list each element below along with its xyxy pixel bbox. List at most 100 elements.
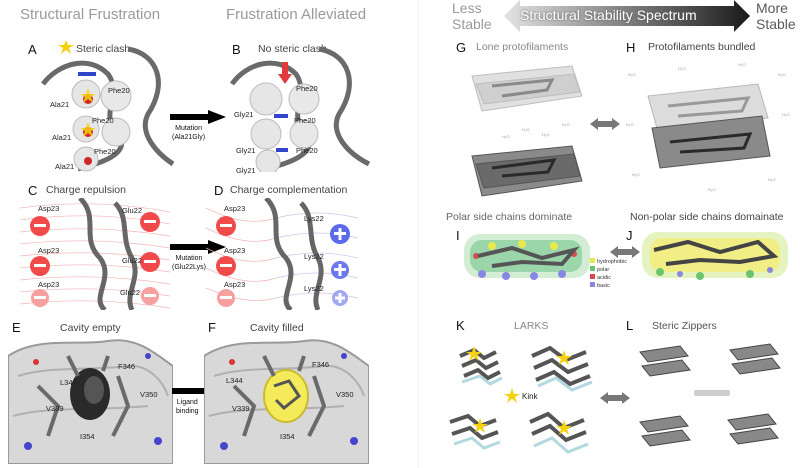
panel-h-title: Protofilaments bundled [648, 41, 756, 53]
mutation-arrow-2-line1: Mutation [175, 255, 203, 262]
double-arrow-kl [600, 392, 630, 404]
legend-row-hydrophobic: hydrophobic [590, 258, 627, 266]
panel-b-label-3: Gly21 [236, 146, 256, 155]
svg-text:H₂O: H₂O [522, 127, 530, 132]
panel-d-field [206, 198, 358, 310]
panel-e-label-5: I354 [80, 432, 95, 441]
panel-f-surface [204, 336, 369, 464]
spectrum-less-line1: Less [452, 0, 482, 16]
panel-b-label-6: Phe20 [296, 146, 318, 155]
panel-i-title: Polar side chains dominate [446, 211, 573, 223]
spectrum-title: Structural Stability Spectrum [520, 7, 697, 23]
ligand-arrow-line1: Ligand [176, 399, 198, 406]
panel-c-label-5: Asp23 [38, 280, 60, 289]
panel-c-label-6: Glu22 [120, 288, 141, 297]
mutation-arrow-1-line1: Mutation [175, 125, 202, 132]
panel-divider [418, 0, 419, 468]
panel-d-title: Charge complementation [230, 184, 348, 196]
steric-clash-icon [58, 40, 74, 54]
legend-label-hydrophobic: hydrophobic [597, 259, 627, 265]
panel-f-label-4: V339 [232, 404, 250, 413]
panel-c-title: Charge repulsion [46, 184, 126, 196]
svg-text:H₂O: H₂O [738, 62, 746, 67]
spectrum-more-line2: Stable [756, 16, 796, 32]
panel-letter-h: H [626, 40, 636, 55]
panel-b-label-5: Gly21 [236, 166, 256, 175]
panel-j-title: Non-polar side chains domainate [630, 211, 784, 223]
panel-b-label-1: Gly21 [234, 110, 254, 119]
legend-swatch-polar [590, 266, 595, 271]
panel-e-surface [8, 336, 173, 464]
panel-f-title: Cavity filled [250, 322, 304, 334]
panel-a-label-6: Phe20 [94, 147, 116, 156]
panel-f-label-3: V350 [336, 390, 354, 399]
panel-d-label-6: Lys22 [304, 284, 324, 293]
panel-letter-j: J [626, 228, 633, 243]
panel-letter-l: L [626, 318, 634, 333]
double-arrow-ij [610, 246, 640, 258]
panel-g-fibril: H₂O H₂O H₂O H₂O [471, 65, 583, 197]
mutation-arrow-2-label: Mutation (Glu22Lys) [172, 254, 206, 272]
spectrum-less-label: Less Stable [452, 0, 492, 32]
panel-a-label-2: Ala21 [50, 100, 70, 109]
svg-text:H₂O: H₂O [626, 122, 634, 127]
kink-label: Kink [522, 392, 538, 401]
ligand-arrow-line2: binding [176, 408, 199, 415]
spectrum-more-line1: More [756, 0, 788, 16]
panel-letter-g: G [456, 40, 467, 55]
svg-text:H₂O: H₂O [708, 187, 716, 192]
panel-c-label-1: Asp23 [38, 204, 60, 213]
panel-c-label-2: Glu22 [122, 206, 143, 215]
panel-f-label-5: I354 [280, 432, 295, 441]
panel-d-label-5: Asp23 [224, 280, 246, 289]
legend-label-polar: polar [597, 267, 610, 273]
panel-letter-f: F [208, 320, 216, 335]
panel-a-title: Steric clash [76, 43, 131, 55]
panel-e-title: Cavity empty [60, 322, 121, 334]
panel-a-structure [41, 46, 175, 172]
panel-d-label-4: Lys22 [304, 252, 324, 261]
panel-a-label-3: Ala21 [52, 133, 72, 142]
panel-c-label-4: Glu22 [122, 256, 143, 265]
svg-text:H₂O: H₂O [778, 72, 786, 77]
panel-letter-d: D [214, 183, 224, 198]
double-arrow-gh [590, 118, 620, 130]
svg-text:H₂O: H₂O [542, 132, 550, 137]
panel-g-title: Lone protofilaments [476, 41, 569, 53]
panel-i-fibril [464, 234, 590, 280]
svg-text:H₂O: H₂O [502, 134, 510, 139]
panel-e-label-1: L344 [60, 378, 77, 387]
residue-legend: hydrophobic polar acidic basic [590, 258, 627, 290]
legend-swatch-acidic [590, 274, 595, 279]
panel-f-label-1: L344 [226, 376, 243, 385]
svg-text:H₂O: H₂O [678, 66, 686, 71]
mutation-arrow-1-label: Mutation (Ala21Gly) [172, 124, 205, 142]
panel-letter-i: I [456, 228, 460, 243]
panel-d-label-2: Lys22 [304, 214, 324, 223]
panel-k-title: LARKS [514, 320, 549, 332]
panel-e-label-4: V339 [46, 404, 64, 413]
panel-letter-c: C [28, 183, 38, 198]
panel-f-label-2: F346 [312, 360, 330, 369]
svg-text:H₂O: H₂O [562, 122, 570, 127]
ligand-arrow-label: Ligand binding [176, 398, 199, 416]
title-frustration-alleviated: Frustration Alleviated [226, 6, 367, 23]
legend-swatch-basic [590, 282, 595, 287]
legend-label-acidic: acidic [597, 275, 612, 281]
panel-l-title: Steric Zippers [652, 320, 717, 332]
panel-a-label-5: Ala21 [55, 162, 75, 171]
panel-letter-e: E [12, 320, 21, 335]
panel-c-label-3: Asp23 [38, 246, 60, 255]
panel-d-label-3: Asp23 [224, 246, 246, 255]
mutation-arrow-2-line2: (Glu22Lys) [172, 264, 206, 271]
stability-spectrum-arrow [504, 0, 750, 32]
panel-letter-k: K [456, 318, 465, 333]
mutation-arrow-1 [170, 110, 226, 124]
spectrum-more-label: More Stable [756, 0, 796, 32]
legend-row-polar: polar [590, 266, 627, 274]
svg-text:H₂O: H₂O [782, 112, 790, 117]
panel-d-label-1: Asp23 [224, 204, 246, 213]
panel-b-label-4: Phe20 [294, 116, 316, 125]
panel-a-label-4: Phe20 [92, 116, 114, 125]
